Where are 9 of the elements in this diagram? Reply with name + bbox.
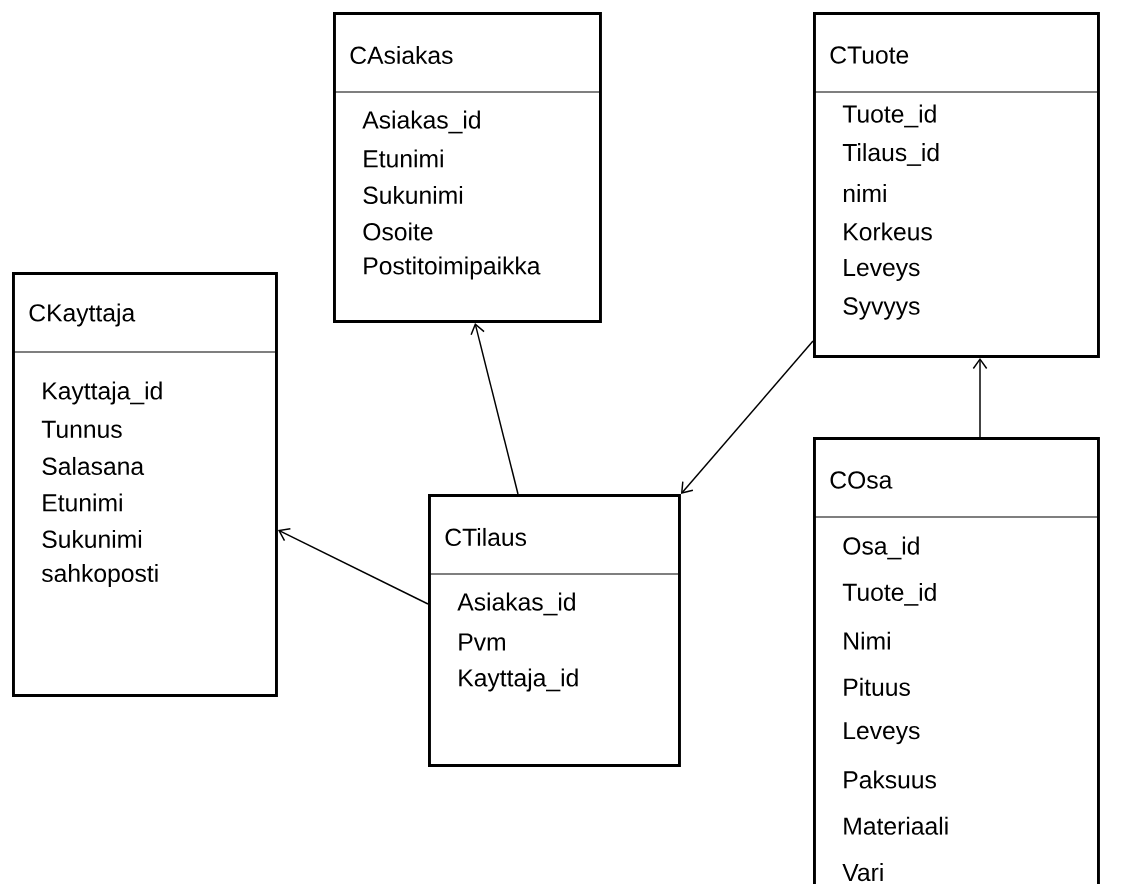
class-box: CTilaus Asiakas_id Pvm Kayttaja_id: [427, 494, 681, 767]
arrow: [680, 340, 814, 494]
arrow: [972, 357, 988, 438]
class-box: CAsiakas Asiakas_id Etunimi Sukunimi Osoite Postitoimipaikka: [332, 12, 602, 323]
arrow: [277, 527, 429, 605]
class-box: COsa Osa_id Tuote_id Nimi Pituus Leveys Paksuus Materiaali Vari: [812, 437, 1100, 884]
class-box: CTuote Tuote_id Tilaus_id nimi Korkeus Leveys Syvyys: [812, 12, 1100, 358]
arrow: [470, 322, 519, 495]
class-box: CKayttaja Kayttaja_id Tunnus Salasana Etunimi Sukunimi sahkoposti: [11, 272, 278, 697]
